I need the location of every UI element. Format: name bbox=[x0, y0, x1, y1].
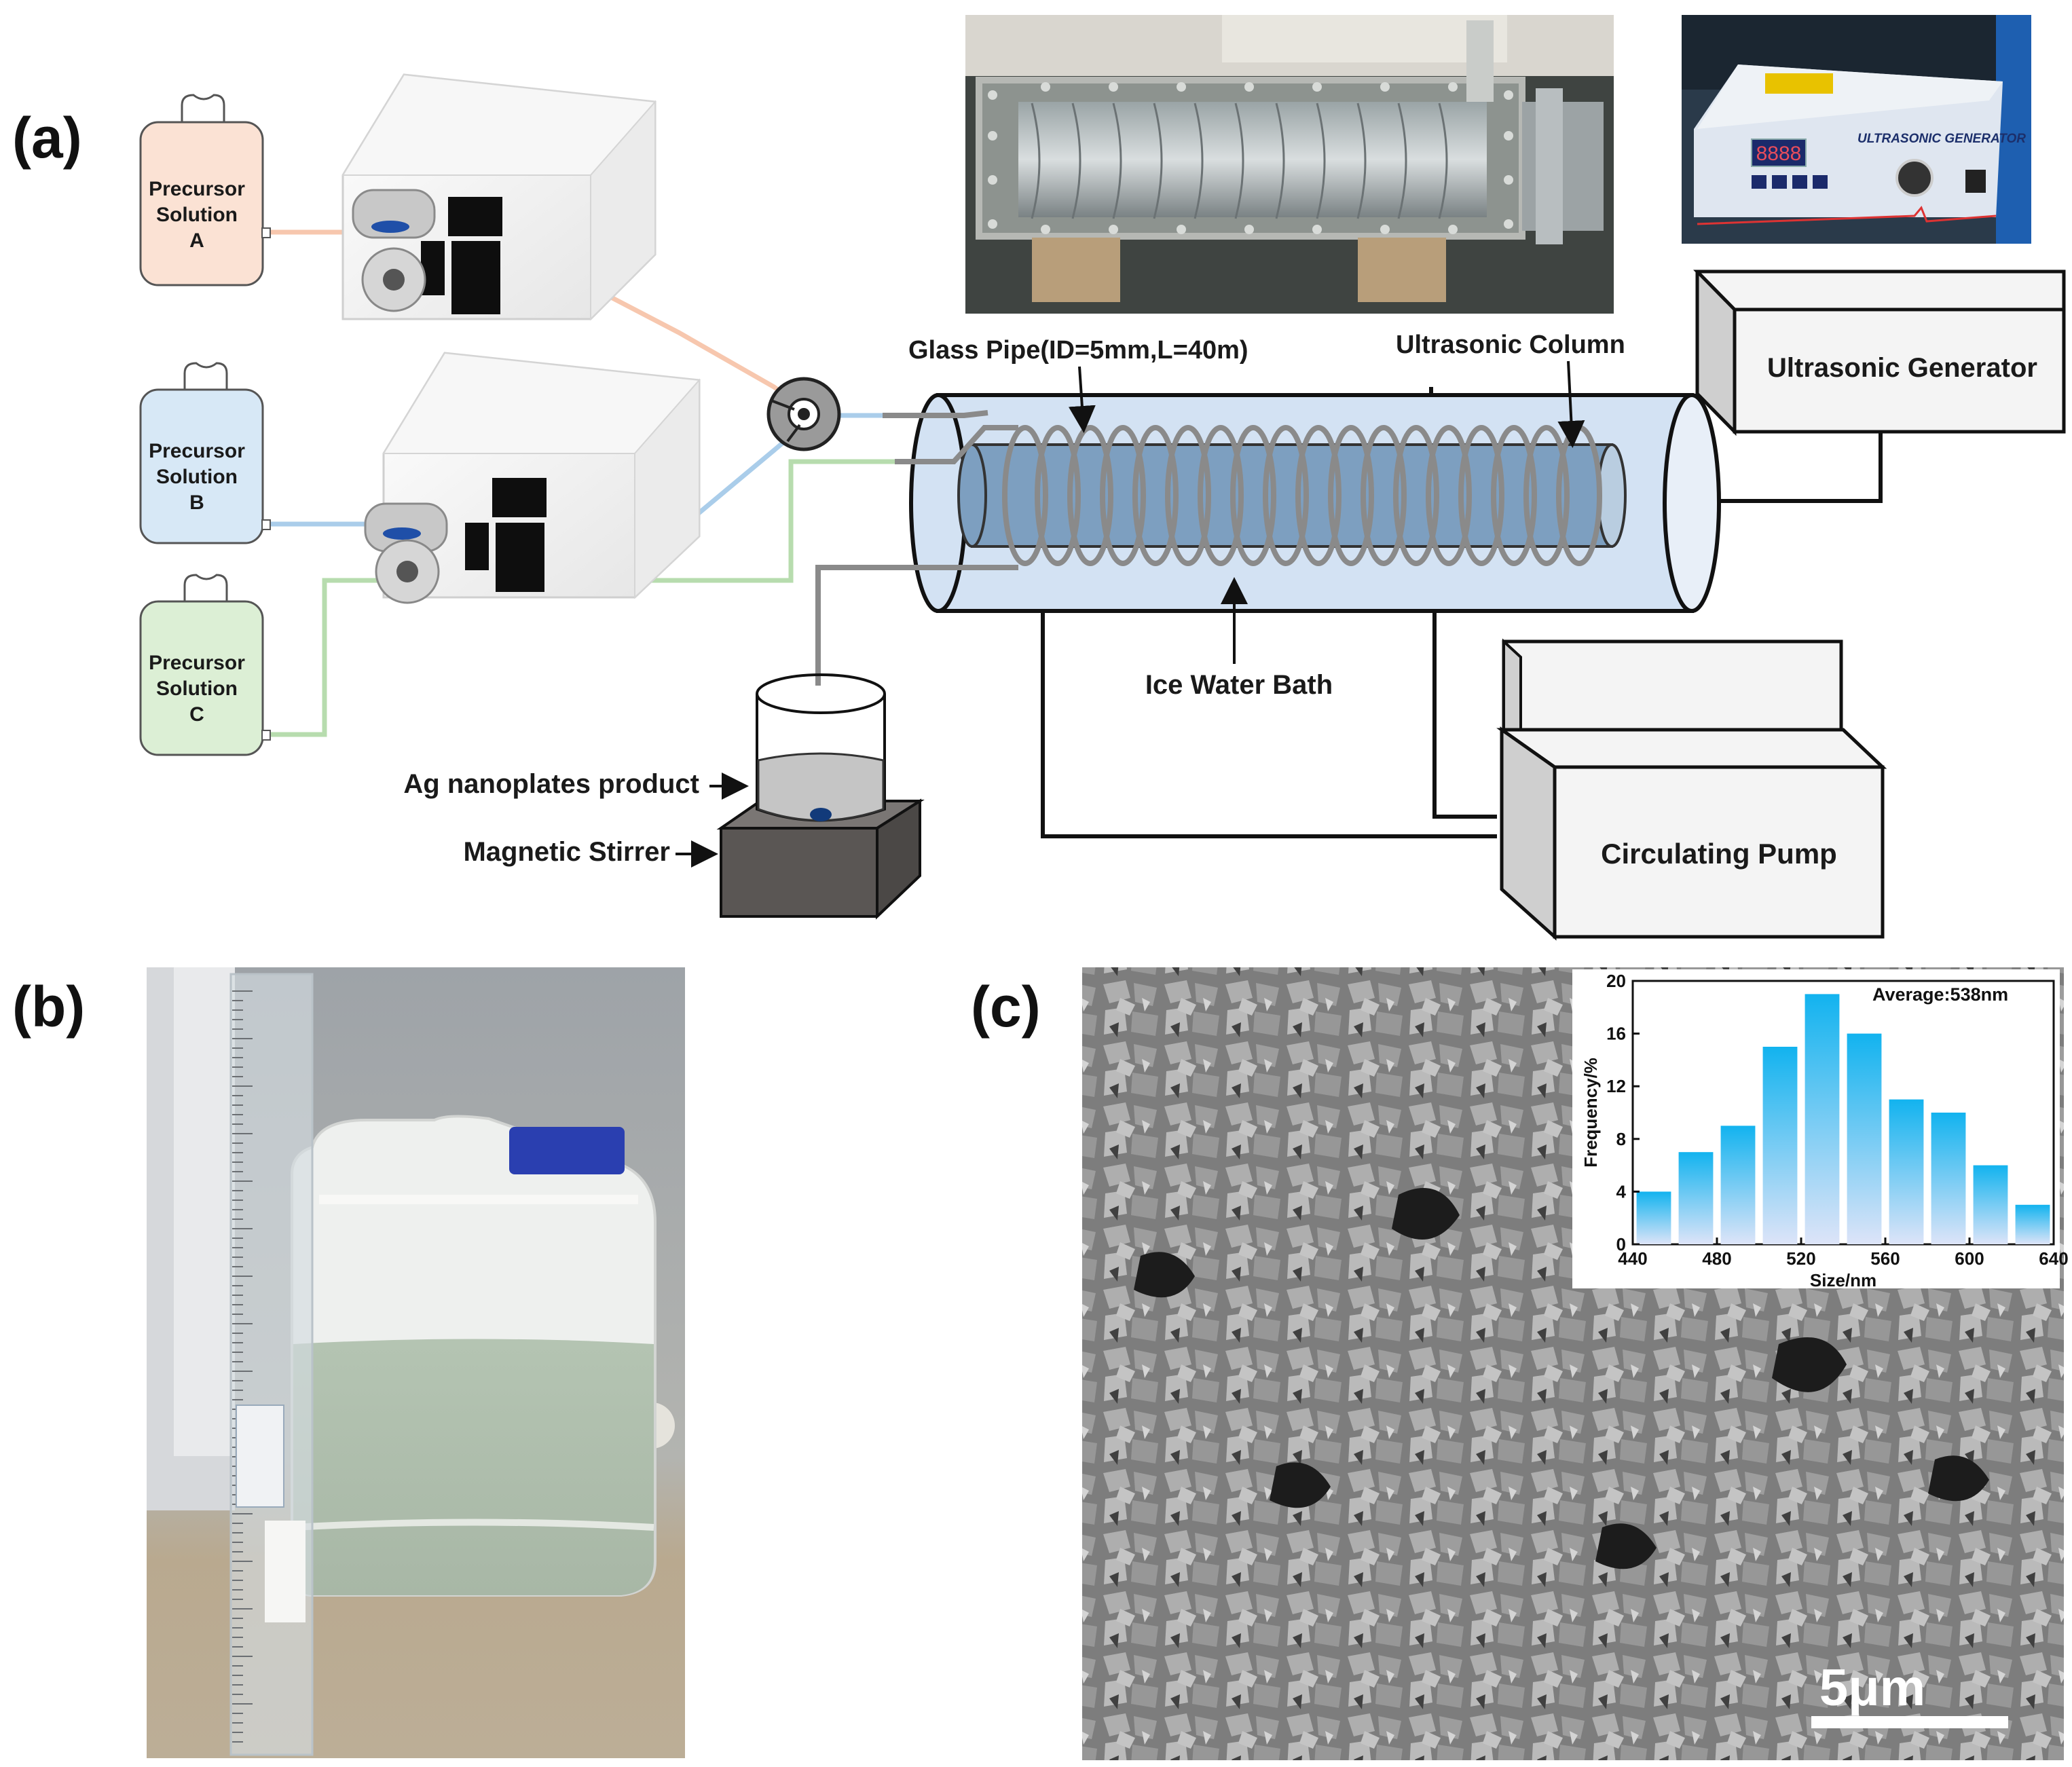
bottle-a: Precursor Solution A bbox=[139, 94, 271, 286]
coil-loop bbox=[1295, 425, 1342, 566]
glass-pipe-coil bbox=[1002, 425, 1602, 566]
y-tick-label: 8 bbox=[1616, 1129, 1626, 1149]
y-tick-label: 12 bbox=[1606, 1076, 1626, 1096]
ultrasonic-generator-box: Ultrasonic Generator bbox=[1693, 269, 2066, 436]
histogram-bar bbox=[1847, 1033, 1882, 1244]
coil-loop bbox=[1132, 425, 1179, 566]
bottle-a-line2: Solution bbox=[156, 204, 238, 226]
histogram-ticks: 440 480 520 560 600 640 0 4 8 12 16 20 bbox=[1606, 971, 2069, 1269]
coil-loop bbox=[1002, 425, 1048, 566]
y-tick-label: 20 bbox=[1606, 971, 1626, 991]
bottle-b-line3: B bbox=[189, 491, 204, 514]
glass-pipe-label: Glass Pipe(ID=5mm,L=40m) bbox=[908, 336, 1248, 365]
histogram-bar bbox=[1762, 1047, 1798, 1244]
panel-label-b: (b) bbox=[12, 975, 85, 1039]
histogram-bar bbox=[1678, 1152, 1714, 1244]
x-tick-label: 520 bbox=[1786, 1248, 1815, 1269]
histogram-bars bbox=[1636, 994, 2050, 1244]
bottle-c: Precursor Solution C bbox=[139, 574, 271, 756]
coil-loop bbox=[1393, 425, 1439, 566]
histogram-ylabel: Frequency/% bbox=[1580, 1058, 1601, 1168]
reactor-connections bbox=[1041, 387, 1883, 838]
circulating-pump-label: Circulating Pump bbox=[1601, 838, 1837, 870]
x-tick-label: 600 bbox=[1955, 1248, 1984, 1269]
x-tick-label: 560 bbox=[1870, 1248, 1900, 1269]
coil-loop bbox=[1230, 425, 1276, 566]
ag-product-label: Ag nanoplates product bbox=[403, 769, 699, 799]
scale-bar-label: 5μm bbox=[1819, 1659, 1925, 1717]
histogram-bar bbox=[1720, 1126, 1756, 1244]
ultrasonic-generator-label: Ultrasonic Generator bbox=[1767, 353, 2037, 383]
panel-label-c: (c) bbox=[971, 975, 1041, 1039]
bottle-b-line1: Precursor bbox=[149, 440, 245, 462]
bottle-c-line1: Precursor bbox=[149, 652, 245, 674]
histogram-xlabel: Size/nm bbox=[1810, 1270, 1876, 1290]
histogram-bar bbox=[2015, 1204, 2050, 1244]
generator-photo: 8888 ULTRASONIC GENERATOR bbox=[1682, 15, 2031, 244]
coil-loop bbox=[1426, 425, 1472, 566]
histogram-annotation: Average:538nm bbox=[1872, 984, 2008, 1005]
magnetic-stirrer bbox=[716, 798, 925, 920]
bottle-b-line2: Solution bbox=[156, 466, 238, 488]
bottle-b: Precursor Solution B bbox=[139, 362, 271, 544]
coil-loop bbox=[1491, 425, 1537, 566]
coil-loop bbox=[1198, 425, 1244, 566]
generator-display: 8888 bbox=[1756, 143, 1802, 165]
histogram-bar bbox=[1931, 1113, 1966, 1244]
ice-water-bath-label: Ice Water Bath bbox=[1145, 670, 1333, 700]
coil-loop bbox=[1328, 425, 1374, 566]
histogram-bar bbox=[1973, 1165, 2008, 1244]
mixer-junction bbox=[766, 377, 841, 451]
x-tick-label: 480 bbox=[1702, 1248, 1731, 1269]
label-arrows bbox=[676, 360, 1585, 868]
reactor-photo bbox=[965, 15, 1614, 314]
histogram-inset: 440 480 520 560 600 640 0 4 8 12 16 20 Average:538n… bbox=[1572, 969, 2069, 1290]
magnetic-stirrer-label: Magnetic Stirrer bbox=[463, 837, 670, 867]
bottle-c-line3: C bbox=[189, 703, 204, 726]
coil-loop bbox=[1165, 425, 1211, 566]
histogram-bar bbox=[1889, 1099, 1924, 1244]
x-tick-label: 440 bbox=[1618, 1248, 1647, 1269]
y-tick-label: 0 bbox=[1616, 1234, 1626, 1254]
coil-loop bbox=[1458, 425, 1504, 566]
histogram-bar bbox=[1636, 1191, 1671, 1244]
y-tick-label: 4 bbox=[1616, 1181, 1627, 1202]
jerrycan-photo bbox=[147, 967, 685, 1758]
bottle-a-line3: A bbox=[189, 229, 204, 252]
bottle-a-line1: Precursor bbox=[149, 178, 245, 200]
reactor-ports bbox=[815, 410, 1018, 686]
product-beaker bbox=[756, 673, 886, 822]
ultrasonic-column-label: Ultrasonic Column bbox=[1396, 331, 1625, 359]
coil-loop bbox=[1035, 425, 1081, 566]
coil-loop bbox=[1100, 425, 1146, 566]
histogram-bar bbox=[1805, 994, 1840, 1244]
y-tick-label: 16 bbox=[1606, 1024, 1626, 1044]
generator-brand-text: ULTRASONIC GENERATOR bbox=[1857, 132, 2026, 146]
coil-loop bbox=[1263, 425, 1309, 566]
bottle-c-line2: Solution bbox=[156, 677, 238, 700]
peristaltic-pump-1 bbox=[341, 73, 657, 321]
coil-loop bbox=[1523, 425, 1570, 566]
x-tick-label: 640 bbox=[2039, 1248, 2068, 1269]
panel-label-a: (a) bbox=[12, 106, 82, 170]
coil-loop bbox=[1361, 425, 1407, 566]
peristaltic-pump-2 bbox=[364, 352, 701, 604]
circulating-pump-box: Circulating Pump bbox=[1496, 638, 1887, 941]
